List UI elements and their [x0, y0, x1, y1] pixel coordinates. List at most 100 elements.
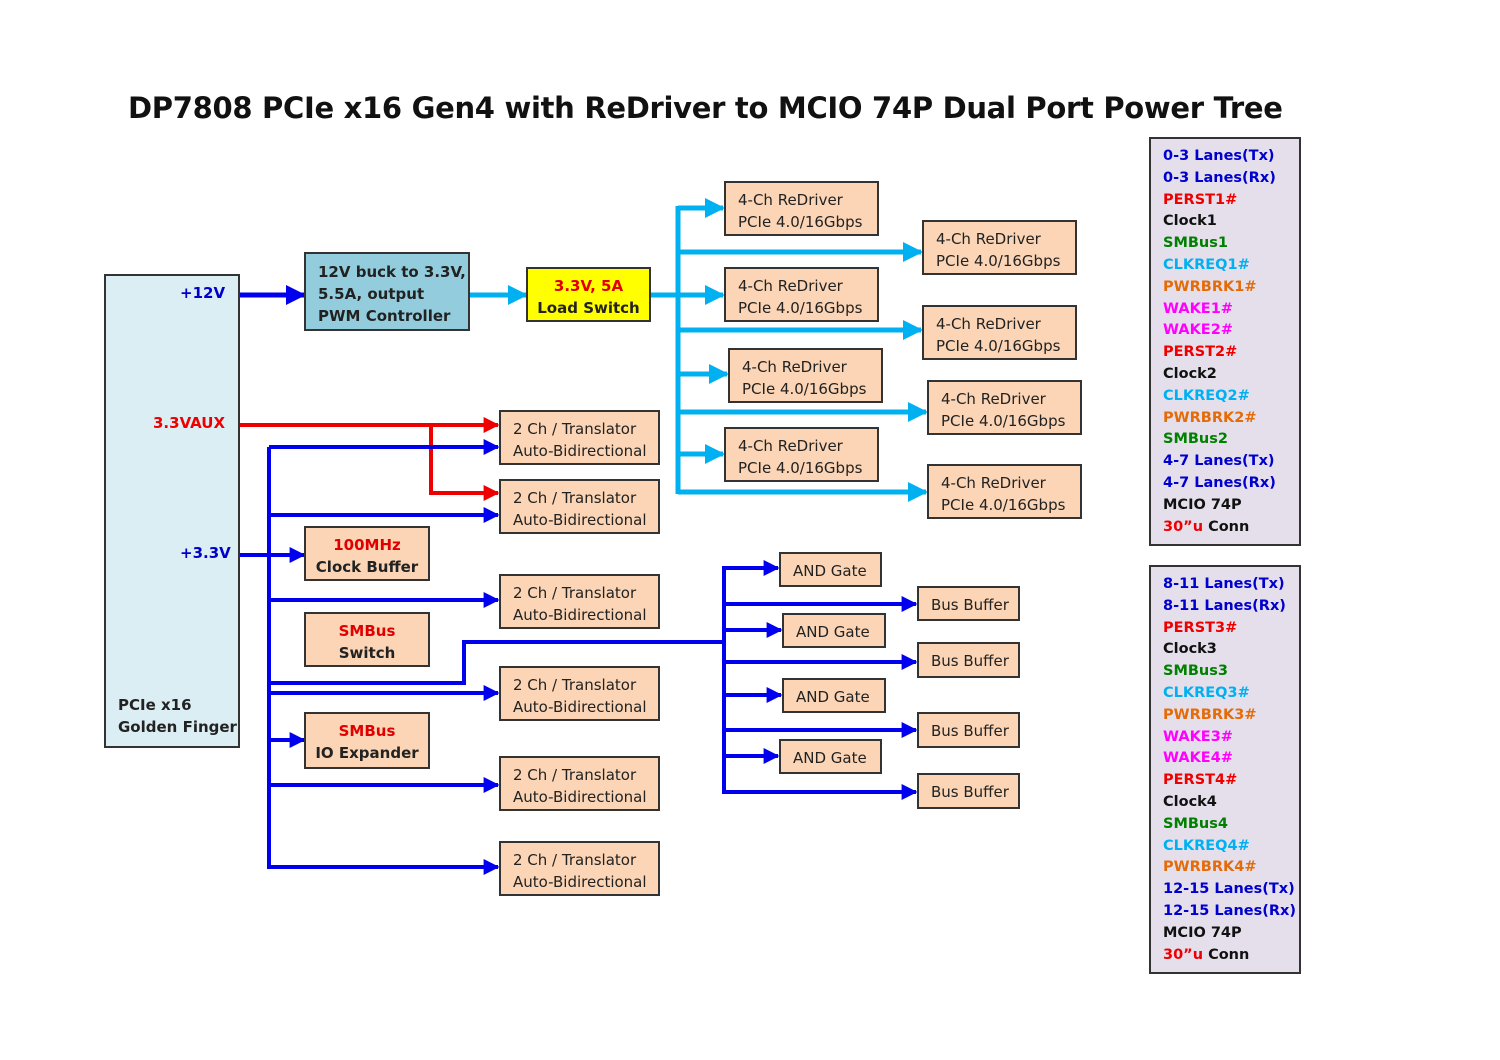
legend-2-item: Clock3	[1163, 639, 1299, 661]
legend-1-item: Clock2	[1163, 364, 1299, 386]
wire-redriver-bus	[651, 198, 928, 502]
legend-2-item-text: SMBus4	[1163, 815, 1228, 832]
legend-2-item-text: PERST3#	[1163, 619, 1238, 636]
legend-1-item-text: Clock1	[1163, 213, 1217, 230]
bus-buffer-2-label: Bus Buffer	[931, 652, 1009, 670]
legend-1-item: 0-3 Lanes(Tx)	[1163, 146, 1299, 168]
redriver-8-line-2: PCIe 4.0/16Gbps	[941, 496, 1066, 514]
legend-1-item: 4-7 Lanes(Tx)	[1163, 451, 1299, 473]
redriver-4-line-1: 4-Ch ReDriver	[936, 315, 1041, 333]
smbus-switch: SMBus Switch	[304, 612, 430, 667]
redriver-2-line-2: PCIe 4.0/16Gbps	[936, 252, 1061, 270]
io-expander-label: IO Expander	[315, 744, 419, 762]
legend-1-item: SMBus2	[1163, 429, 1299, 451]
rail-label-3v3: +3.3V	[180, 544, 231, 562]
translator-4-line-1: 2 Ch / Translator	[513, 676, 637, 694]
redriver-7-line-1: 4-Ch ReDriver	[738, 437, 843, 455]
buck-line-1: 12V buck to 3.3V,	[318, 263, 466, 281]
redriver-3: 4-Ch ReDriver PCIe 4.0/16Gbps	[724, 267, 879, 322]
legend-2-item-text: CLKREQ3#	[1163, 684, 1250, 701]
legend-2-item-text: 8-11 Lanes(Tx)	[1163, 576, 1285, 592]
legend-1-item: 4-7 Lanes(Rx)	[1163, 473, 1299, 495]
legend-1-item-text: 0-3 Lanes(Tx)	[1163, 148, 1275, 164]
redriver-6-line-1: 4-Ch ReDriver	[941, 390, 1046, 408]
legend-2-item-suffix: Conn	[1203, 946, 1250, 963]
redriver-1: 4-Ch ReDriver PCIe 4.0/16Gbps	[724, 181, 879, 236]
wire-3v3	[240, 439, 918, 875]
and-gate-1-label: AND Gate	[793, 562, 867, 580]
redriver-7: 4-Ch ReDriver PCIe 4.0/16Gbps	[724, 427, 879, 482]
legend-1-item-text: PERST2#	[1163, 344, 1238, 361]
load-switch-rating: 3.3V, 5A	[553, 277, 624, 295]
redriver-4-line-2: PCIe 4.0/16Gbps	[936, 337, 1061, 355]
clock-buffer-label: Clock Buffer	[315, 558, 419, 576]
legend-2-item: Clock4	[1163, 792, 1299, 814]
redriver-5: 4-Ch ReDriver PCIe 4.0/16Gbps	[728, 348, 883, 403]
legend-2-item-text: SMBus3	[1163, 663, 1228, 680]
legend-2-item: PERST3#	[1163, 618, 1299, 640]
io-expander-type: SMBus	[338, 722, 396, 740]
buck-line-3: PWM Controller	[318, 307, 451, 325]
pcie-golden-finger: PCIe x16 Golden Finger	[104, 274, 240, 748]
rail-label-3v3aux: 3.3VAUX	[153, 414, 226, 432]
legend-2-item-text: 12-15 Lanes(Rx)	[1163, 902, 1297, 919]
smbus-switch-type: SMBus	[338, 622, 396, 640]
legend-1-item-suffix: Conn	[1203, 518, 1250, 535]
translator-3-line-2: Auto-Bidirectional	[513, 606, 647, 624]
bus-buffer-4-label: Bus Buffer	[931, 783, 1009, 801]
translator-6-line-2: Auto-Bidirectional	[513, 873, 647, 891]
legend-1-item: 30”u Conn	[1163, 517, 1299, 539]
load-switch: 3.3V, 5A Load Switch	[526, 267, 651, 322]
legend-2-item-text: 8-11 Lanes(Rx)	[1163, 597, 1286, 614]
golden-finger-label-2: Golden Finger	[118, 718, 237, 736]
legend-2-item: 12-15 Lanes(Rx)	[1163, 901, 1299, 923]
legend-1-item: PWRBRK2#	[1163, 408, 1299, 430]
redriver-1-line-1: 4-Ch ReDriver	[738, 191, 843, 209]
redriver-3-line-1: 4-Ch ReDriver	[738, 277, 843, 295]
legend-2-item: SMBus4	[1163, 814, 1299, 836]
legend-2-item-text: Clock3	[1163, 641, 1217, 658]
translator-6-line-1: 2 Ch / Translator	[513, 851, 637, 869]
legend-2-item-text: WAKE3#	[1163, 728, 1233, 745]
legend-2-item: PWRBRK4#	[1163, 857, 1299, 879]
legend-1-item-text: CLKREQ1#	[1163, 256, 1250, 273]
legend-2-item: 8-11 Lanes(Tx)	[1163, 574, 1299, 596]
legend-1-item: CLKREQ2#	[1163, 386, 1299, 408]
buck-line-2: 5.5A, output	[318, 285, 425, 303]
legend-2-item-text: PWRBRK3#	[1163, 706, 1257, 723]
legend-1-item: PWRBRK1#	[1163, 277, 1299, 299]
legend-port-2: 8-11 Lanes(Tx) 8-11 Lanes(Rx) PERST3# Clock…	[1149, 565, 1301, 974]
legend-1-item-text: WAKE2#	[1163, 322, 1233, 339]
redriver-8: 4-Ch ReDriver PCIe 4.0/16Gbps	[927, 464, 1082, 519]
legend-2-item: WAKE3#	[1163, 727, 1299, 749]
legend-1-item-text: PWRBRK2#	[1163, 409, 1257, 426]
bus-buffer-3-label: Bus Buffer	[931, 722, 1009, 740]
legend-1-item-text: SMBus2	[1163, 431, 1228, 448]
legend-1-item-text: CLKREQ2#	[1163, 387, 1250, 404]
and-gate-3-label: AND Gate	[796, 688, 870, 706]
page-title: DP7808 PCIe x16 Gen4 with ReDriver to MC…	[128, 91, 1283, 125]
redriver-4: 4-Ch ReDriver PCIe 4.0/16Gbps	[922, 305, 1077, 360]
legend-1-item: CLKREQ1#	[1163, 255, 1299, 277]
legend-1-item: SMBus1	[1163, 233, 1299, 255]
legend-1-item: MCIO 74P	[1163, 495, 1299, 517]
redriver-5-line-1: 4-Ch ReDriver	[742, 358, 847, 376]
redriver-6-line-2: PCIe 4.0/16Gbps	[941, 412, 1066, 430]
translator-4-line-2: Auto-Bidirectional	[513, 698, 647, 716]
bus-buffer-2: Bus Buffer	[917, 642, 1020, 678]
translator-5-line-2: Auto-Bidirectional	[513, 788, 647, 806]
translator-3: 2 Ch / Translator Auto-Bidirectional	[499, 574, 660, 629]
bus-buffer-4: Bus Buffer	[917, 773, 1020, 809]
legend-2-item-text: WAKE4#	[1163, 750, 1233, 767]
translator-4: 2 Ch / Translator Auto-Bidirectional	[499, 666, 660, 721]
redriver-8-line-1: 4-Ch ReDriver	[941, 474, 1046, 492]
legend-1-item-text: 0-3 Lanes(Rx)	[1163, 169, 1276, 186]
legend-1-item: 0-3 Lanes(Rx)	[1163, 168, 1299, 190]
legend-1-item-text: PWRBRK1#	[1163, 278, 1257, 295]
and-gate-2: AND Gate	[782, 613, 886, 648]
translator-1: 2 Ch / Translator Auto-Bidirectional	[499, 410, 660, 465]
bus-buffer-1-label: Bus Buffer	[931, 596, 1009, 614]
smbus-switch-label: Switch	[338, 644, 396, 662]
